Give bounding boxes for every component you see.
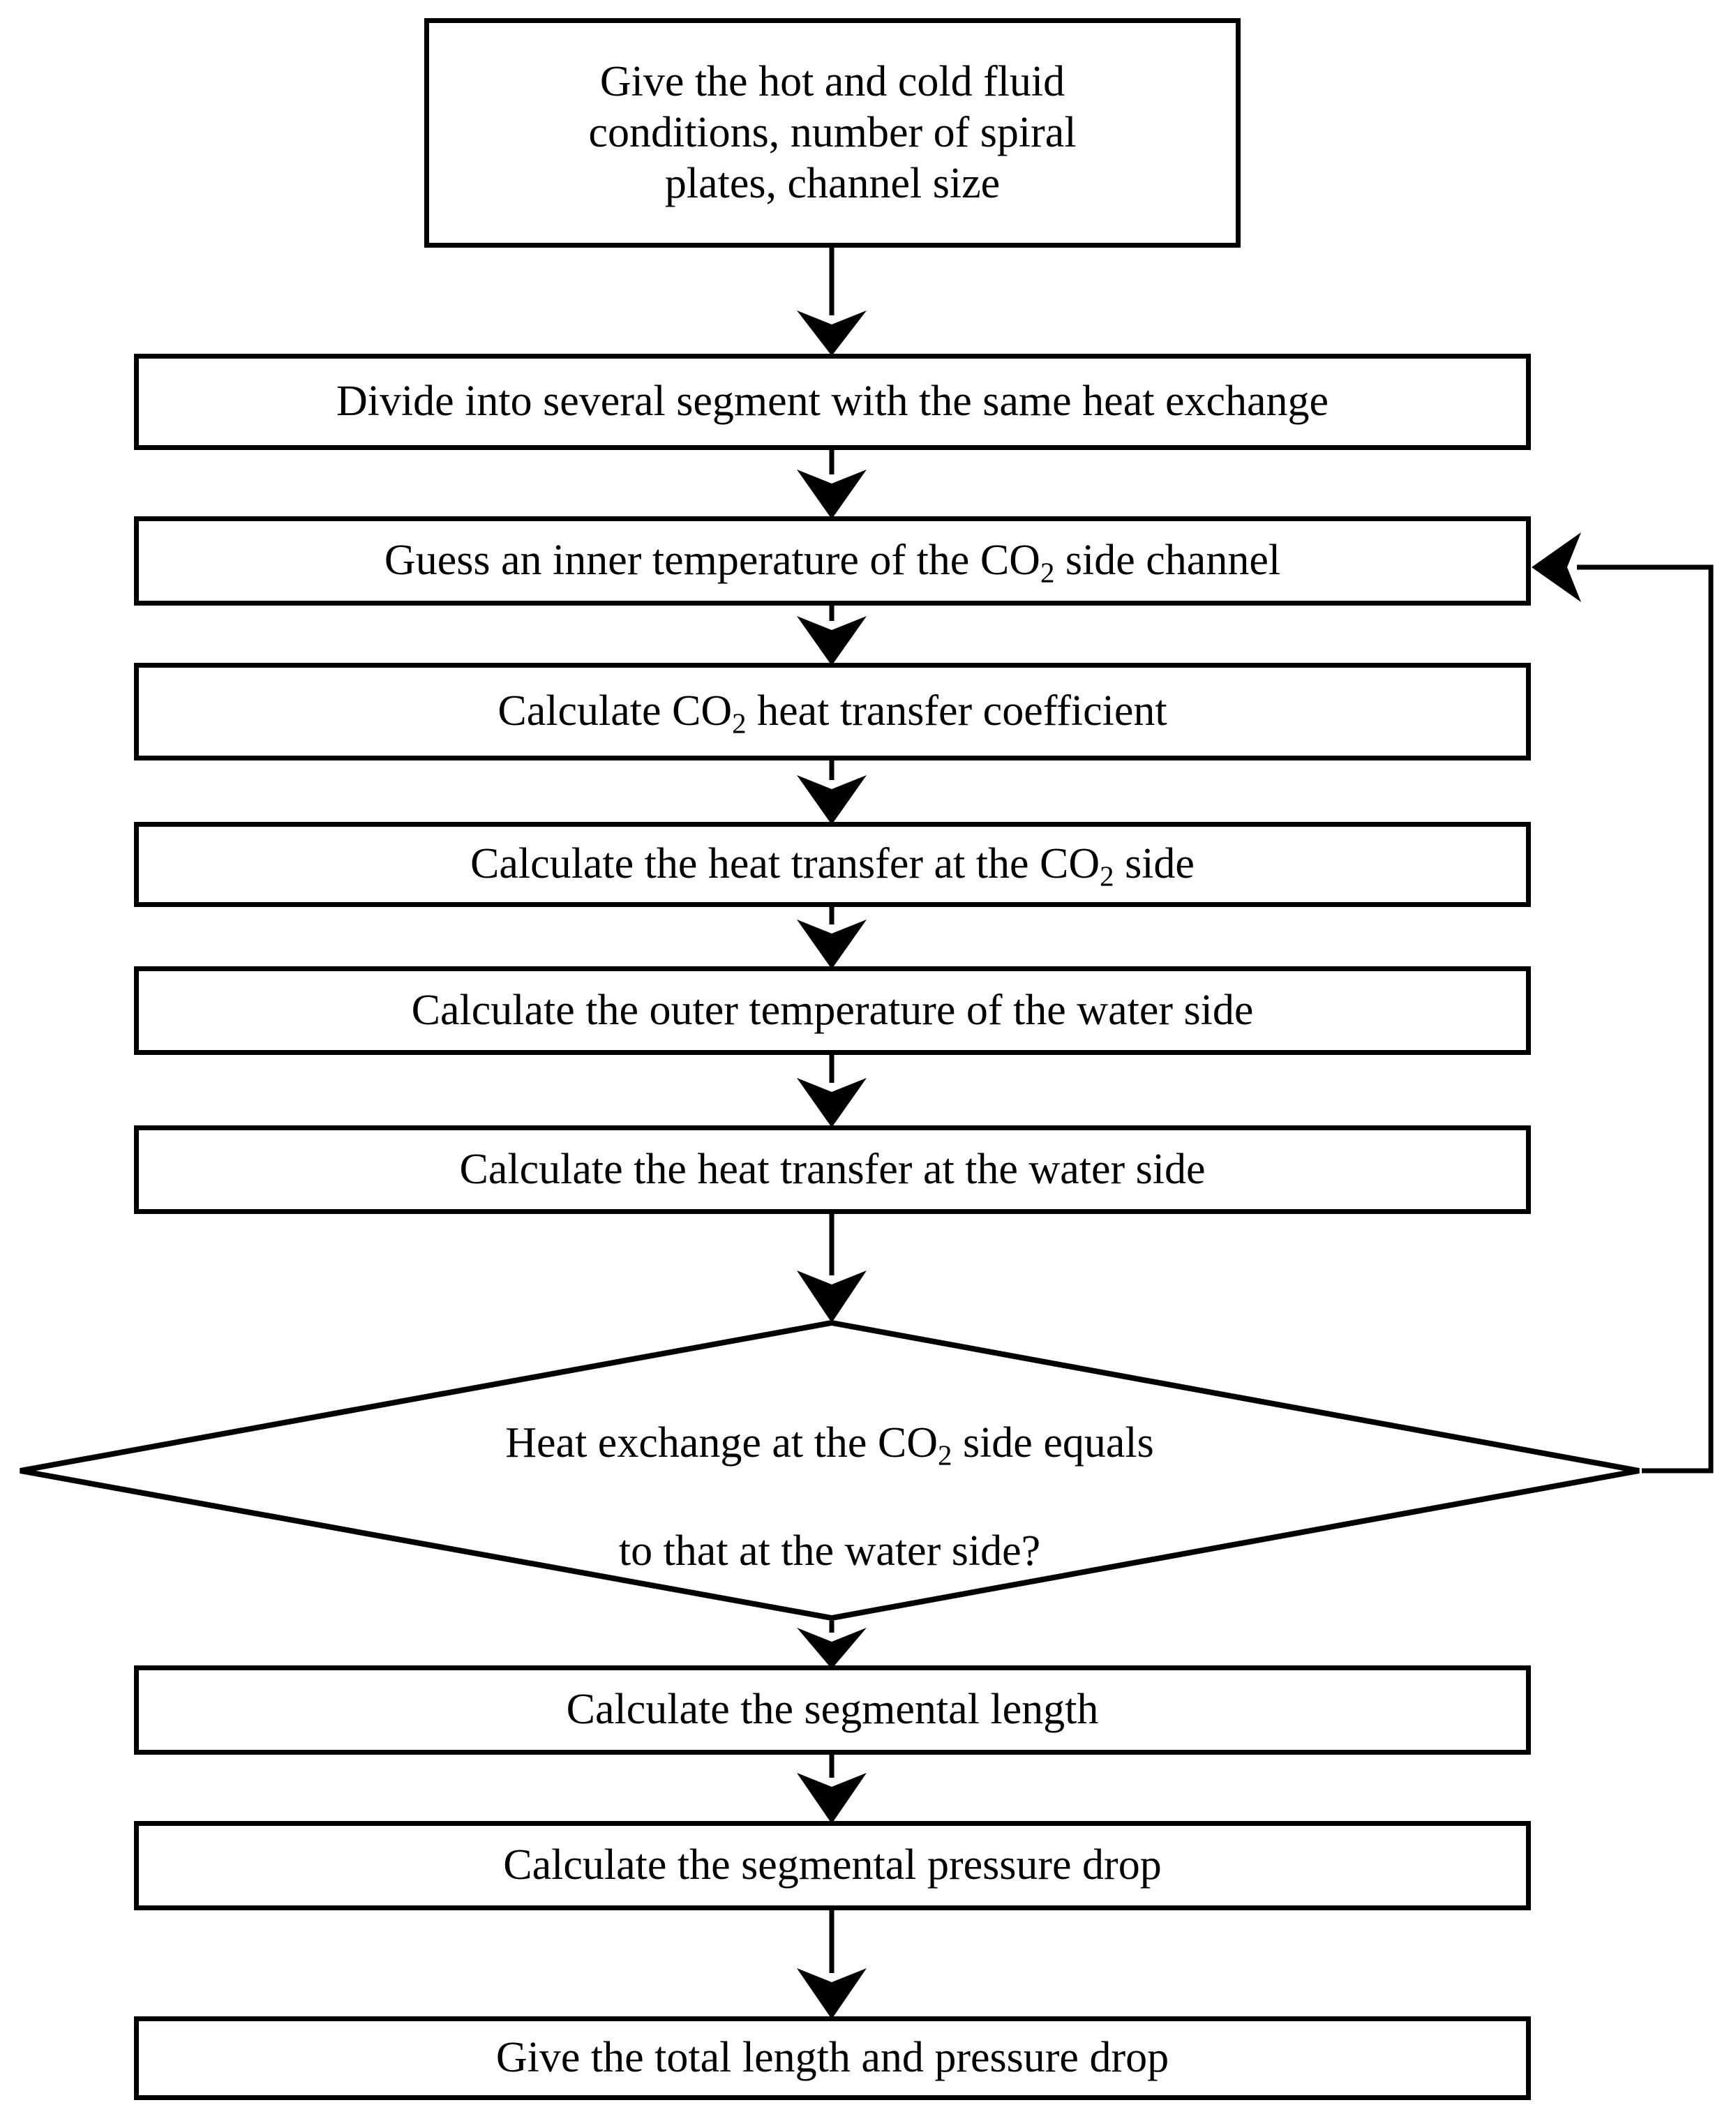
node-htc-label-subscript: 2 <box>732 707 747 740</box>
edge-heatco2-to-outertemp-head <box>797 920 867 969</box>
node-guess-label: Guess an inner temperature of the CO2 si… <box>384 535 1281 589</box>
node-htc[interactable]: Calculate CO2 heat transfer coefficient <box>134 663 1531 760</box>
node-divide-label: Divide into several segment with the sam… <box>336 377 1329 426</box>
edge-decision-to-seglength-head <box>797 1628 867 1669</box>
node-guess-label-subscript: 2 <box>1040 557 1055 589</box>
edge-htc-to-heatco2-head <box>797 775 867 825</box>
node-heat-co2-label-pre: Calculate the heat transfer at the CO <box>470 840 1100 888</box>
edge-start-to-divide-head <box>797 310 867 356</box>
edge-feedback-loop-head <box>1532 532 1581 602</box>
node-seg-pressure[interactable]: Calculate the segmental pressure drop <box>134 1821 1531 1910</box>
edge-heatwater-to-decision-head <box>797 1271 867 1323</box>
node-seg-length[interactable]: Calculate the segmental length <box>134 1665 1531 1755</box>
node-divide[interactable]: Divide into several segment with the sam… <box>134 354 1531 450</box>
node-heat-co2-label: Calculate the heat transfer at the CO2 s… <box>470 839 1195 890</box>
node-start[interactable]: Give the hot and cold fluid conditions, … <box>424 18 1241 248</box>
node-heat-water[interactable]: Calculate the heat transfer at the water… <box>134 1125 1531 1214</box>
node-seg-pressure-label: Calculate the segmental pressure drop <box>503 1841 1162 1889</box>
node-guess-label-pre: Guess an inner temperature of the CO <box>384 537 1040 585</box>
edge-guess-to-htc-head <box>797 616 867 666</box>
node-htc-label-post: heat transfer coefficient <box>746 687 1167 735</box>
node-outer-temp-label: Calculate the outer temperature of the w… <box>411 986 1254 1034</box>
node-outer-temp[interactable]: Calculate the outer temperature of the w… <box>134 966 1531 1055</box>
node-total[interactable]: Give the total length and pressure drop <box>134 2016 1531 2100</box>
node-start-label: Give the hot and cold fluid conditions, … <box>588 57 1077 208</box>
edge-outertemp-to-heatwater-head <box>797 1078 867 1127</box>
node-decision[interactable]: Heat exchange at the CO2 side equals to … <box>17 1319 1642 1621</box>
node-heat-water-label: Calculate the heat transfer at the water… <box>459 1145 1206 1193</box>
node-htc-label: Calculate CO2 heat transfer coefficient <box>497 686 1167 737</box>
node-htc-label-pre: Calculate CO <box>497 687 733 735</box>
edge-seglength-to-segpressure-head <box>797 1773 867 1824</box>
node-guess[interactable]: Guess an inner temperature of the CO2 si… <box>134 516 1531 606</box>
node-heat-co2-label-post: side <box>1114 840 1195 888</box>
node-total-label: Give the total length and pressure drop <box>495 2034 1169 2082</box>
node-guess-label-post: side channel <box>1054 537 1281 585</box>
edge-segpressure-to-total-head <box>797 1968 867 2019</box>
node-heat-co2[interactable]: Calculate the heat transfer at the CO2 s… <box>134 822 1531 907</box>
decision-diamond-shape <box>20 1319 1640 1621</box>
node-heat-co2-label-subscript: 2 <box>1100 860 1114 892</box>
node-seg-length-label: Calculate the segmental length <box>566 1686 1099 1734</box>
edge-divide-to-guess-head <box>797 470 867 519</box>
